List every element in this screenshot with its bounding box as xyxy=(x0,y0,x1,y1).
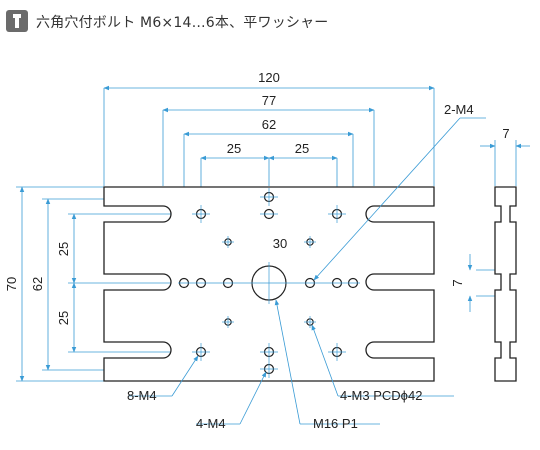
leader-lines xyxy=(128,117,486,425)
dim-center-30: 30 xyxy=(273,236,287,251)
dim-width-overall: 120 xyxy=(258,70,280,85)
dim-width-77: 77 xyxy=(262,93,276,108)
callout-m16: M16 P1 xyxy=(313,416,358,431)
dim-vertical-lower: 25 xyxy=(56,311,71,325)
dimension-lines xyxy=(19,85,530,382)
bolt-icon xyxy=(6,10,28,32)
dim-pitch-right: 25 xyxy=(295,141,309,156)
hole-crosshairs xyxy=(178,188,360,378)
dim-width-62: 62 xyxy=(262,117,276,132)
dim-vertical-upper: 25 xyxy=(56,242,71,256)
callout-2-m4: 2-M4 xyxy=(444,102,474,117)
dim-height-62: 62 xyxy=(30,277,45,291)
dim-height-overall: 70 xyxy=(4,277,19,291)
side-view xyxy=(494,186,517,382)
dim-side-slot: 7 xyxy=(450,279,465,286)
callout-4-m4: 4-M4 xyxy=(196,416,226,431)
header-bar: 六角穴付ボルト M6×14…6本、平ワッシャー xyxy=(0,0,540,40)
dim-pitch-left: 25 xyxy=(227,141,241,156)
callout-4-m3-pcd: 4-M3 PCDϕ42 xyxy=(340,388,422,403)
callout-8-m4: 8-M4 xyxy=(127,388,157,403)
header-title: 六角穴付ボルト M6×14…6本、平ワッシャー xyxy=(36,15,329,31)
dim-side-thickness: 7 xyxy=(502,126,509,141)
